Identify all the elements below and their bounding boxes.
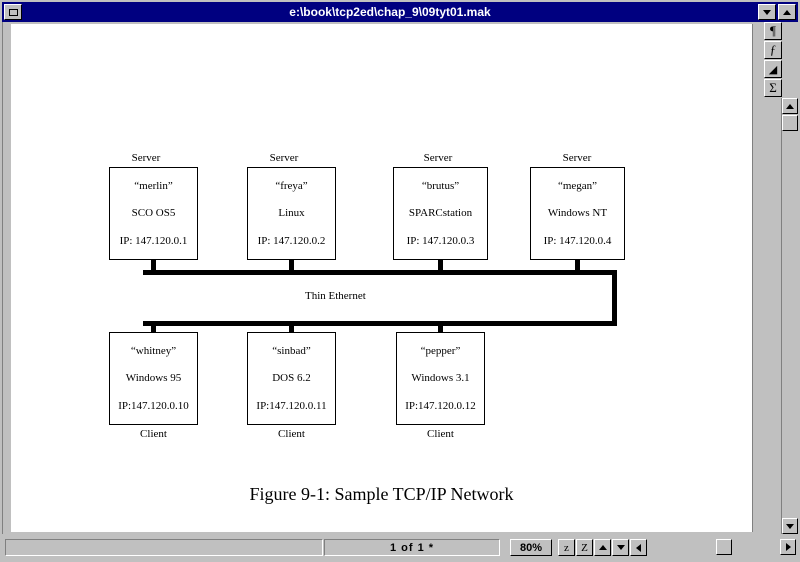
client-node-sinbad[interactable]: “sinbad” DOS 6.2 IP:147.120.0.11: [247, 332, 336, 425]
auto-calc-button[interactable]: z: [558, 539, 575, 556]
ethernet-bus-label: Thin Ethernet: [301, 290, 370, 302]
server-caption-megan: Server: [562, 152, 592, 164]
title-bar: e:\book\tcp2ed\chap_9\09tyt01.mak: [2, 2, 798, 22]
maximize-button[interactable]: [778, 4, 796, 20]
server-caption-brutus: Server: [423, 152, 453, 164]
server-ip: IP: 147.120.0.4: [543, 234, 612, 247]
client-hostname: “pepper”: [420, 344, 461, 357]
document-page[interactable]: Server Server Server Server “merlin” SCO…: [11, 24, 753, 532]
restore-button[interactable]: [758, 4, 776, 20]
auto-calc-icon: z: [564, 541, 569, 554]
client-caption-whitney: Client: [140, 428, 167, 440]
client-caption-sinbad: Client: [278, 428, 305, 440]
manual-calc-button[interactable]: Z: [576, 539, 593, 556]
arrow-right-icon: [785, 543, 791, 551]
server-node-freya[interactable]: “freya” Linux IP: 147.120.0.2: [247, 167, 336, 260]
client-hostname: “whitney”: [130, 344, 177, 357]
ethernet-bus-bottom-segment: [143, 321, 617, 326]
vertical-scroll-thumb[interactable]: [782, 115, 798, 131]
horizontal-scrollbar[interactable]: [648, 539, 796, 557]
server-hostname: “brutus”: [421, 179, 460, 192]
document-canvas-frame: Server Server Server Server “merlin” SCO…: [2, 22, 754, 534]
summation-palette-button[interactable]: Σ: [764, 79, 782, 97]
server-node-brutus[interactable]: “brutus” SPARCstation IP: 147.120.0.3: [393, 167, 488, 260]
arrow-left-icon: [636, 543, 641, 552]
tap-stub-megan: [575, 260, 580, 272]
client-ip: IP:147.120.0.11: [256, 399, 327, 412]
tap-stub-merlin: [151, 260, 156, 272]
figure-caption: Figure 9-1: Sample TCP/IP Network: [249, 484, 514, 504]
server-hostname: “megan”: [557, 179, 598, 192]
client-caption-pepper: Client: [427, 428, 454, 440]
minimize-box-icon: [8, 8, 18, 16]
page-up-button[interactable]: [594, 539, 611, 556]
client-ip: IP:147.120.0.12: [405, 399, 476, 412]
server-ip: IP: 147.120.0.1: [119, 234, 188, 247]
function-palette-button[interactable]: ƒ: [764, 41, 782, 59]
client-os: DOS 6.2: [272, 372, 311, 385]
function-icon: ƒ: [769, 42, 777, 57]
zoom-level-button[interactable]: 80%: [510, 539, 552, 556]
server-caption-merlin: Server: [131, 152, 161, 164]
server-node-megan[interactable]: “megan” Windows NT IP: 147.120.0.4: [530, 167, 625, 260]
client-hostname: “sinbad”: [272, 344, 311, 357]
graph-triangle-icon: ◢: [768, 63, 778, 76]
system-menu-button[interactable]: [4, 4, 22, 20]
client-node-whitney[interactable]: “whitney” Windows 95 IP:147.120.0.10: [109, 332, 198, 425]
vertical-scroll-track[interactable]: [782, 132, 798, 517]
arrow-down-icon: [786, 523, 794, 529]
server-os: SPARCstation: [408, 207, 473, 220]
server-ip: IP: 147.120.0.2: [257, 234, 326, 247]
client-ip: IP:147.120.0.10: [118, 399, 189, 412]
ethernet-bus-top-segment: [143, 270, 617, 275]
server-os: Linux: [278, 207, 305, 220]
window-title: e:\book\tcp2ed\chap_9\09tyt01.mak: [289, 5, 491, 19]
manual-calc-icon: Z: [581, 541, 588, 554]
math-palette-toolbar: ¶ ƒ ◢ Σ: [764, 22, 784, 98]
client-os: Windows 3.1: [411, 372, 470, 385]
server-ip: IP: 147.120.0.3: [406, 234, 475, 247]
ethernet-bus-right-elbow: [612, 270, 617, 326]
tap-stub-pepper: [438, 321, 443, 333]
server-os: SCO OS5: [131, 207, 176, 220]
tap-stub-sinbad: [289, 321, 294, 333]
status-message-field: [5, 539, 323, 556]
tap-stub-whitney: [151, 321, 156, 333]
paragraph-icon: ¶: [770, 23, 776, 38]
server-caption-freya: Server: [269, 152, 299, 164]
page-down-icon: [616, 545, 625, 550]
page-down-button[interactable]: [612, 539, 629, 556]
tap-stub-brutus: [438, 260, 443, 272]
arrow-up-icon: [786, 103, 794, 109]
chevron-up-icon: [783, 9, 791, 15]
scroll-left-button[interactable]: [630, 539, 647, 556]
server-hostname: “freya”: [275, 179, 308, 192]
page-up-icon: [598, 545, 607, 550]
graph-palette-button[interactable]: ◢: [764, 60, 782, 78]
page-indicator: 1 of 1 *: [324, 539, 500, 556]
client-node-pepper[interactable]: “pepper” Windows 3.1 IP:147.120.0.12: [396, 332, 485, 425]
scroll-up-button[interactable]: [782, 98, 798, 114]
horizontal-scroll-thumb[interactable]: [716, 539, 732, 555]
tap-stub-freya: [289, 260, 294, 272]
scroll-down-button[interactable]: [782, 518, 798, 534]
server-os: Windows NT: [547, 207, 608, 220]
paragraph-palette-button[interactable]: ¶: [764, 22, 782, 40]
chevron-down-icon: [763, 9, 771, 15]
client-os: Windows 95: [125, 372, 182, 385]
vertical-scrollbar[interactable]: [781, 98, 798, 534]
sigma-icon: Σ: [769, 80, 777, 95]
server-hostname: “merlin”: [134, 179, 173, 192]
status-bar: 1 of 1 * 80% z Z: [2, 536, 798, 560]
server-node-merlin[interactable]: “merlin” SCO OS5 IP: 147.120.0.1: [109, 167, 198, 260]
scroll-right-button[interactable]: [780, 539, 796, 555]
